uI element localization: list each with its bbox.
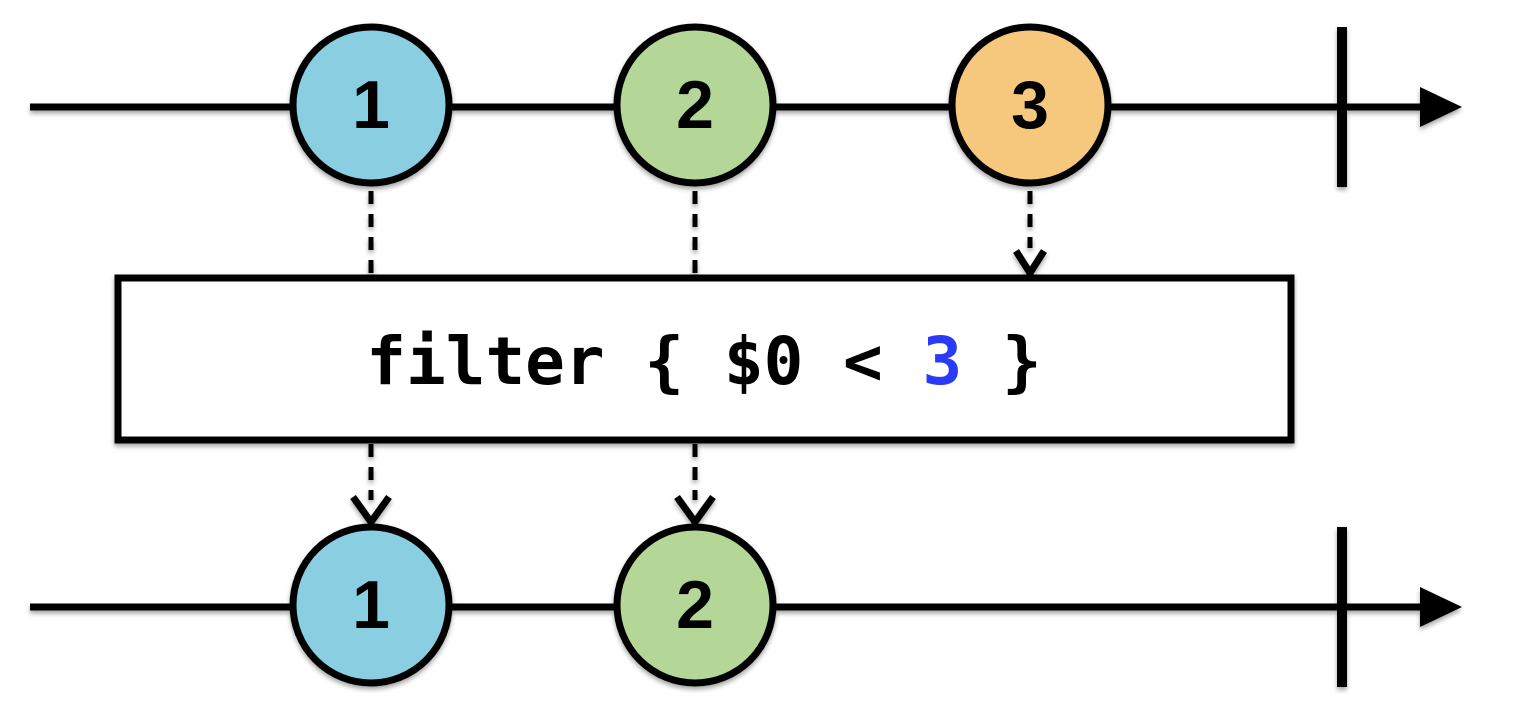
marble-label: 2: [676, 67, 714, 143]
output-stream: 1 2: [30, 523, 1462, 687]
marble-label: 1: [352, 67, 390, 143]
output-marble-2: 2: [613, 523, 777, 687]
marble-circle: [289, 523, 453, 687]
down-arrowhead-icon: [674, 494, 716, 528]
down-arrowhead-icon: [1013, 249, 1047, 280]
source-to-operator-connectors: [368, 191, 1047, 280]
marble-label: 1: [352, 567, 390, 643]
marble-circle: [289, 23, 453, 187]
source-timeline-arrowhead-icon: [1420, 87, 1462, 127]
filter-expression: filter { $0 < 3 }: [366, 323, 1042, 400]
operator-to-output-connectors: [350, 444, 716, 528]
marble-label: 3: [1011, 67, 1049, 143]
source-marble-2: 2: [613, 23, 777, 187]
filter-expression-prefix: filter { $0 <: [366, 323, 922, 400]
source-marble-1: 1: [289, 23, 453, 187]
down-arrowhead-icon: [350, 494, 392, 528]
filter-expression-highlight: 3: [923, 323, 963, 400]
filter-box: [114, 274, 1295, 444]
filter-expression-suffix: }: [962, 323, 1041, 400]
source-marble-3: 3: [948, 23, 1112, 187]
output-timeline-arrowhead-icon: [1420, 587, 1462, 627]
marble-circle: [948, 23, 1112, 187]
source-stream: 1 2 3: [30, 23, 1462, 187]
marble-circle: [613, 523, 777, 687]
marble-label: 2: [676, 567, 714, 643]
marble-circle: [613, 23, 777, 187]
output-marble-1: 1: [289, 523, 453, 687]
operator-box: filter { $0 < 3 }: [114, 274, 1295, 444]
